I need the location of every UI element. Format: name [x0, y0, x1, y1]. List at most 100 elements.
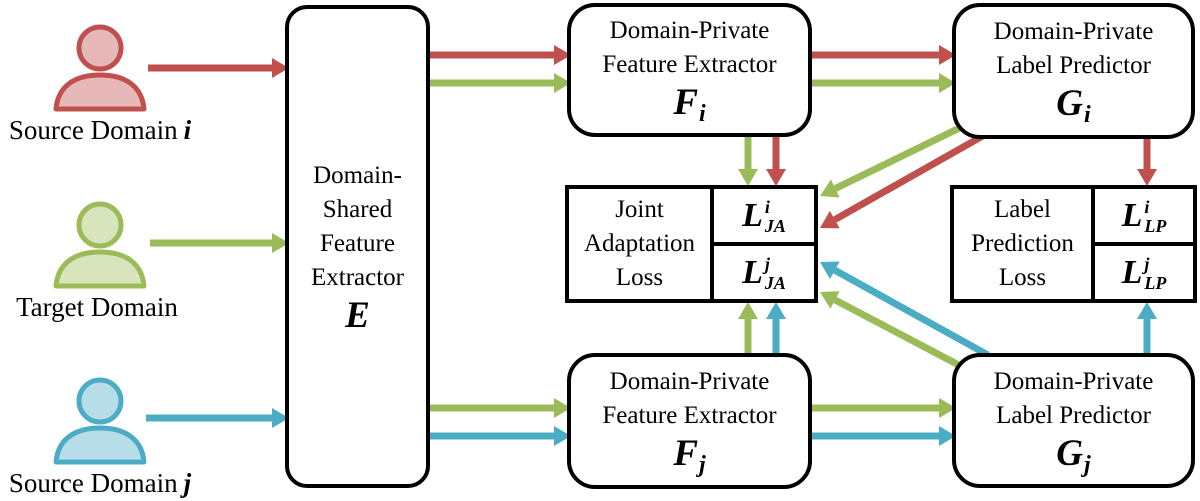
box-line: Extractor: [310, 263, 404, 291]
formula-base: L: [1121, 196, 1143, 234]
shared-to-fj-source-j-arrowhead: [554, 426, 571, 446]
title-line: Loss: [615, 264, 664, 291]
box-line: Shared: [322, 195, 393, 223]
formula-sub: LP: [1144, 215, 1167, 236]
title-line: Loss: [998, 264, 1047, 291]
gi-diag-to-ja-target-arrowhead: [820, 179, 840, 198]
formula-sup: i: [1144, 196, 1150, 217]
symbol-base: E: [345, 294, 370, 336]
gi-down-to-lp-source-i-arrowhead: [1137, 169, 1157, 186]
label-text: Source Domain: [8, 115, 178, 145]
formula-sub: JA: [764, 272, 786, 293]
fj-up-to-ja-target-arrowhead: [738, 302, 758, 319]
formula-sup: j: [764, 253, 770, 274]
fj-up-to-ja-source-j-arrowhead: [766, 302, 786, 319]
person-icon: [53, 201, 147, 289]
symbol-subscript: j: [1084, 451, 1091, 478]
formula-base: L: [742, 253, 763, 291]
shared-to-fi-source-i-arrowhead: [554, 45, 571, 65]
symbol-subscript: i: [1084, 102, 1091, 128]
box-line: Label Predictor: [996, 52, 1151, 79]
source-i-to-shared-extractor-arrowhead: [272, 58, 289, 78]
formula-sup: j: [1144, 253, 1150, 274]
label-text: Target Domain: [16, 292, 178, 322]
domain-shared-feature-extractor-box: Domain- Shared Feature Extractor E: [285, 5, 430, 488]
box-line: Domain-Private: [993, 367, 1154, 395]
box-line: Domain-Private: [609, 368, 770, 395]
label-text: Source Domain: [8, 468, 178, 498]
box-symbol: E: [345, 294, 370, 336]
label-prediction-loss-title: Label Prediction Loss: [954, 189, 1095, 299]
shared-to-fi-target-arrowhead: [554, 73, 571, 93]
box-line: Domain-: [313, 161, 402, 189]
formula-sup: i: [764, 196, 770, 217]
gi-diag-to-ja-source-i-arrowhead: [820, 210, 840, 229]
title-line: Label: [994, 196, 1051, 223]
target-domain-figure: Target Domain: [0, 199, 200, 323]
shared-to-fj-target-arrowhead: [554, 398, 571, 418]
formula-sub: JA: [764, 215, 786, 236]
gj-diag-to-ja-target-arrowhead: [820, 291, 840, 309]
gj-diag-to-ja-source-j-arrowhead: [820, 261, 840, 279]
title-line: Prediction: [971, 230, 1074, 257]
title-line: Joint: [615, 196, 664, 223]
box-line: Feature: [320, 229, 395, 257]
symbol-subscript: j: [699, 452, 706, 478]
gj-diag-to-ja-source-j-line: [833, 267, 990, 359]
source-j-to-shared-extractor-arrowhead: [272, 408, 289, 428]
symbol-base: G: [1056, 432, 1084, 474]
target-to-shared-extractor-arrowhead: [272, 233, 289, 253]
box-line: Feature Extractor: [602, 402, 777, 429]
fj-to-gj-target-arrowhead: [939, 398, 956, 418]
formula-base: L: [742, 196, 763, 234]
box-line: Domain-Private: [993, 18, 1154, 45]
gj-up-to-lp-source-j-arrowhead: [1137, 302, 1157, 319]
symbol-base: F: [673, 82, 698, 123]
fi-down-to-ja-source-i-arrowhead: [766, 169, 786, 186]
symbol-subscript: i: [699, 101, 706, 127]
symbol-base: F: [673, 433, 698, 474]
gj-diag-to-ja-target-line: [833, 296, 974, 376]
title-line: Adaptation: [583, 230, 696, 257]
box-line: Label Predictor: [996, 401, 1151, 429]
formula-base: L: [1121, 253, 1143, 291]
fi-to-gi-source-i-arrowhead: [939, 45, 956, 65]
box-line: Domain-Private: [609, 17, 770, 44]
person-icon: [53, 377, 147, 465]
box-line: Feature Extractor: [602, 51, 777, 78]
fi-down-to-ja-target-arrowhead: [738, 169, 758, 186]
person-icon: [53, 24, 147, 112]
target-domain-label: Target Domain: [16, 291, 184, 323]
fj-to-gj-source-j-arrowhead: [939, 426, 956, 446]
symbol-base: G: [1056, 83, 1084, 124]
label-suffix: j: [183, 468, 192, 498]
formula-sub: LP: [1144, 272, 1167, 293]
fi-to-gi-target-arrowhead: [939, 73, 956, 93]
gi-diag-to-ja-source-i-line: [833, 129, 990, 223]
